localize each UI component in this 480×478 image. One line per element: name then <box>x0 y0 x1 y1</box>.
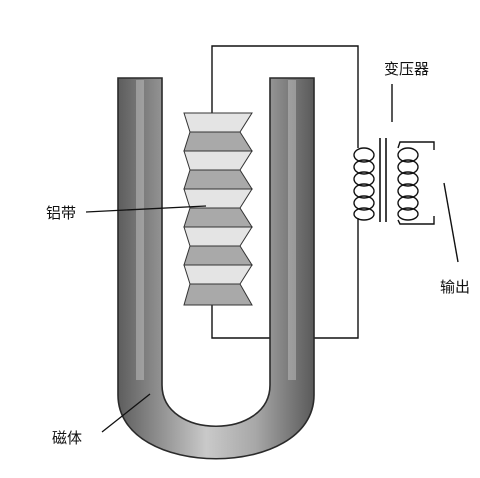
aluminum-strip-label: 铝带 <box>46 204 76 222</box>
transformer-secondary-coil <box>397 141 435 225</box>
magnet <box>117 77 315 460</box>
transformer-primary-coil <box>353 147 375 221</box>
magnet-label: 磁体 <box>52 429 82 447</box>
aluminum-ribbon <box>183 112 253 306</box>
transformer-label: 变压器 <box>384 60 429 78</box>
aluminum-strip-leader <box>85 205 207 213</box>
output-label: 输出 <box>440 278 470 296</box>
magnet-leader <box>101 393 151 433</box>
leader-lines <box>85 205 207 433</box>
transformer-core <box>379 138 387 222</box>
